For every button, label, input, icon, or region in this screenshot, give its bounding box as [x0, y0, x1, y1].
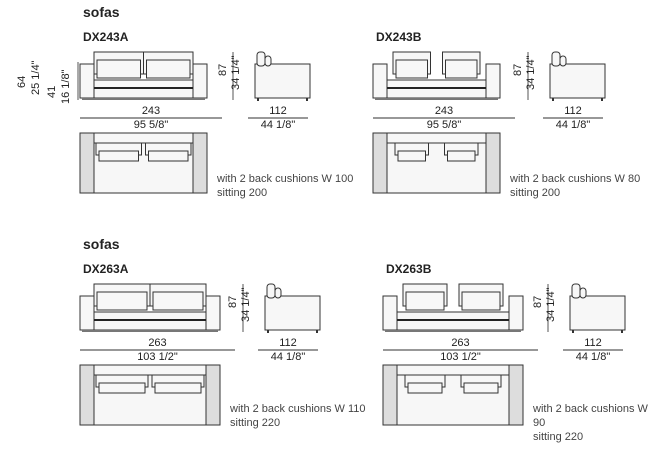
- front-view: [79, 283, 221, 332]
- depth-cm: 112: [279, 337, 297, 349]
- seat-height-in: 25 1/4": [30, 60, 42, 96]
- caption: with 2 back cushions W 90 sitting 220: [533, 402, 655, 444]
- depth-in: 44 1/8": [575, 351, 611, 363]
- depth-cm: 112: [564, 105, 582, 117]
- top-view: [79, 364, 221, 426]
- depth-cm: 112: [269, 105, 287, 117]
- width-cm: 243: [434, 105, 454, 117]
- width-cm: 263: [451, 337, 470, 349]
- model-code: DX263B: [386, 262, 432, 276]
- depth-cm: 112: [584, 337, 602, 349]
- height-cm: 87: [512, 63, 524, 76]
- sitting-caption: sitting 200: [217, 187, 268, 199]
- side-view: [569, 283, 626, 333]
- caption: with 2 back cushions W 80 sitting 200: [510, 172, 640, 200]
- arm-height-cm: 41: [46, 85, 58, 98]
- width-in: 95 5/8": [133, 119, 169, 131]
- cushion-caption: with 2 back cushions W 110: [230, 403, 366, 415]
- depth-in: 44 1/8": [555, 119, 591, 131]
- caption: with 2 back cushions W 100 sitting 200: [217, 172, 353, 200]
- arm-height-in: 16 1/8": [60, 69, 72, 105]
- model-code: DX243B: [376, 30, 422, 44]
- side-view: [264, 283, 321, 333]
- cushion-caption: with 2 back cushions W 80: [510, 173, 641, 185]
- top-view: [372, 132, 501, 194]
- front-view: [79, 51, 208, 100]
- height-cm: 87: [217, 63, 229, 76]
- depth-in: 44 1/8": [260, 119, 296, 131]
- height-in: 34 1/4": [525, 55, 537, 91]
- sitting-caption: sitting 220: [230, 417, 281, 429]
- width-cm: 263: [148, 337, 167, 349]
- cushion-caption: with 2 back cushions W 100: [217, 173, 354, 185]
- sitting-caption: sitting 220: [533, 431, 584, 443]
- cushion-caption: with 2 back cushions W 90: [533, 403, 648, 429]
- top-view: [79, 132, 208, 194]
- side-view: [254, 51, 311, 101]
- sitting-caption: sitting 200: [510, 187, 561, 199]
- height-in: 34 1/4": [230, 55, 242, 91]
- section-title: sofas: [83, 236, 120, 252]
- height-in: 34 1/4": [545, 287, 557, 323]
- width-in: 103 1/2": [440, 351, 481, 363]
- model-code: DX243A: [83, 30, 129, 44]
- section-title: sofas: [83, 4, 120, 20]
- width-in: 95 5/8": [426, 119, 462, 131]
- model-code: DX263A: [83, 262, 129, 276]
- height-cm: 87: [532, 295, 544, 308]
- seat-height-cm: 64: [16, 75, 28, 88]
- front-view: [382, 283, 524, 332]
- caption: with 2 back cushions W 110 sitting 220: [230, 402, 366, 430]
- side-view: [549, 51, 606, 101]
- height-in: 34 1/4": [240, 287, 252, 323]
- top-view: [382, 364, 524, 426]
- width-cm: 243: [141, 105, 161, 117]
- front-view: [372, 51, 501, 100]
- depth-in: 44 1/8": [270, 351, 306, 363]
- width-in: 103 1/2": [137, 351, 178, 363]
- height-cm: 87: [227, 295, 239, 308]
